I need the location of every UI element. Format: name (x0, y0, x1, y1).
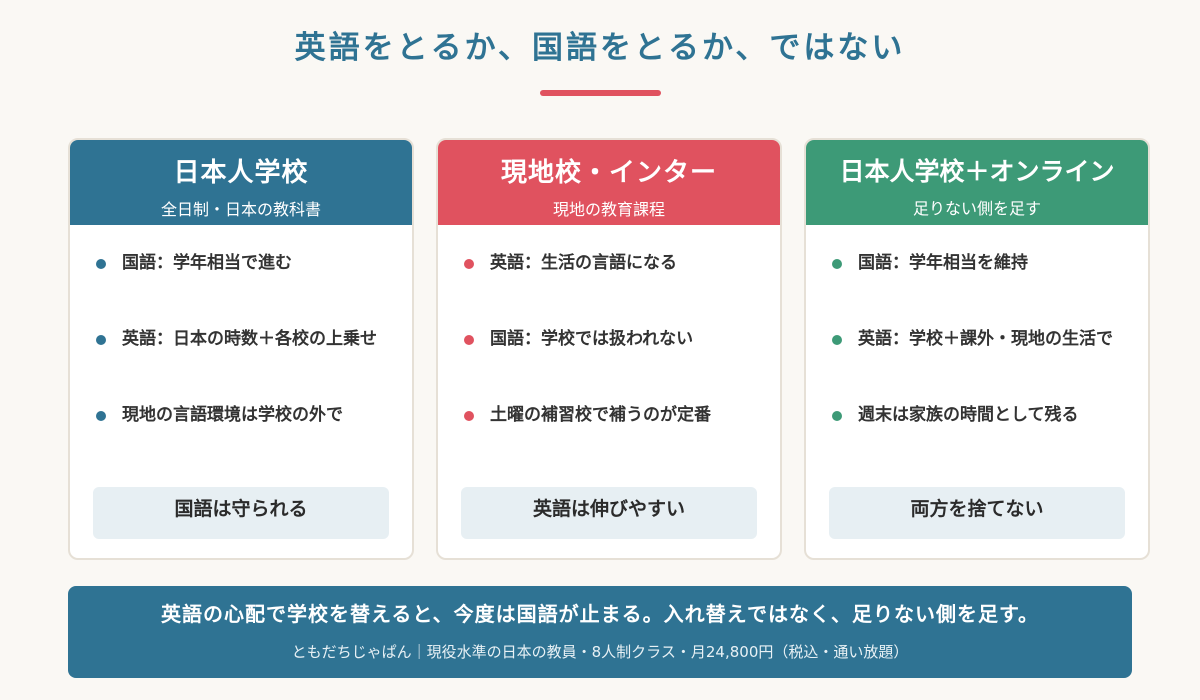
list-item: 現地の言語環境は学校の外で (96, 400, 392, 476)
card-footer-label: 両方を捨てない (829, 487, 1125, 539)
page-title: 英語をとるか、国語をとるか、ではない (294, 30, 906, 66)
bullet-dot-icon (96, 335, 106, 345)
card-footer-label: 国語は守られる (93, 487, 389, 539)
bullet-dot-icon (96, 411, 106, 421)
list-item: 週末は家族の時間として残る (832, 400, 1128, 476)
bullet-dot-icon (832, 259, 842, 269)
bullet-dot-icon (464, 335, 474, 345)
card-header: 現地校・インター 現地の教育課程 (438, 140, 780, 225)
card-title: 現地校・インター (500, 158, 717, 188)
list-item: 英語：生活の言語になる (464, 248, 760, 324)
card-japanese-school-plus-online: 日本人学校＋オンライン 足りない側を足す 国語：学年相当を維持 英語：学校＋課外… (804, 138, 1150, 560)
bullet-dot-icon (832, 335, 842, 345)
bullet-dot-icon (832, 411, 842, 421)
list-item-text: 現地の言語環境は学校の外で (122, 405, 343, 425)
card-items: 国語：学年相当で進む 英語：日本の時数＋各校の上乗せ 現地の言語環境は学校の外で (96, 248, 392, 476)
summary-banner: 英語の心配で学校を替えると、今度は国語が止まる。入れ替えではなく、足りない側を足… (68, 586, 1132, 678)
card-subtitle: 現地の教育課程 (552, 200, 665, 219)
bullet-dot-icon (464, 259, 474, 269)
title-underline (540, 90, 661, 96)
bullet-dot-icon (96, 259, 106, 269)
list-item-text: 国語：学年相当で進む (122, 253, 292, 273)
list-item-text: 英語：生活の言語になる (490, 253, 677, 273)
list-item: 国語：学校では扱われない (464, 324, 760, 400)
list-item-text: 英語：学校＋課外・現地の生活で (858, 329, 1113, 349)
card-row: 日本人学校 全日制・日本の教科書 国語：学年相当で進む 英語：日本の時数＋各校の… (68, 138, 1150, 560)
banner-message: 英語の心配で学校を替えると、今度は国語が止まる。入れ替えではなく、足りない側を足… (161, 602, 1039, 626)
bullet-dot-icon (464, 411, 474, 421)
card-items: 英語：生活の言語になる 国語：学校では扱われない 土曜の補習校で補うのが定番 (464, 248, 760, 476)
list-item-text: 英語：日本の時数＋各校の上乗せ (122, 329, 377, 349)
card-subtitle: 足りない側を足す (912, 199, 1041, 218)
list-item-text: 土曜の補習校で補うのが定番 (490, 405, 711, 425)
list-item: 英語：学校＋課外・現地の生活で (832, 324, 1128, 400)
list-item-text: 国語：学校では扱われない (490, 329, 694, 349)
list-item: 英語：日本の時数＋各校の上乗せ (96, 324, 392, 400)
card-header: 日本人学校＋オンライン 足りない側を足す (806, 140, 1148, 225)
list-item: 国語：学年相当を維持 (832, 248, 1128, 324)
card-subtitle: 全日制・日本の教科書 (160, 200, 321, 219)
list-item-text: 国語：学年相当を維持 (858, 253, 1028, 273)
card-local-international-school: 現地校・インター 現地の教育課程 英語：生活の言語になる 国語：学校では扱われな… (436, 138, 782, 560)
card-header: 日本人学校 全日制・日本の教科書 (70, 140, 412, 225)
list-item-text: 週末は家族の時間として残る (858, 405, 1079, 425)
card-title: 日本人学校＋オンライン (839, 157, 1115, 186)
list-item: 国語：学年相当で進む (96, 248, 392, 324)
list-item: 土曜の補習校で補うのが定番 (464, 400, 760, 476)
card-japanese-school: 日本人学校 全日制・日本の教科書 国語：学年相当で進む 英語：日本の時数＋各校の… (68, 138, 414, 560)
card-title: 日本人学校 (173, 158, 309, 188)
card-items: 国語：学年相当を維持 英語：学校＋課外・現地の生活で 週末は家族の時間として残る (832, 248, 1128, 476)
card-footer-label: 英語は伸びやすい (461, 487, 757, 539)
banner-service-info: ともだちじゃぱん｜現役水準の日本の教員・8人制クラス・月24,800円（税込・通… (291, 643, 909, 661)
